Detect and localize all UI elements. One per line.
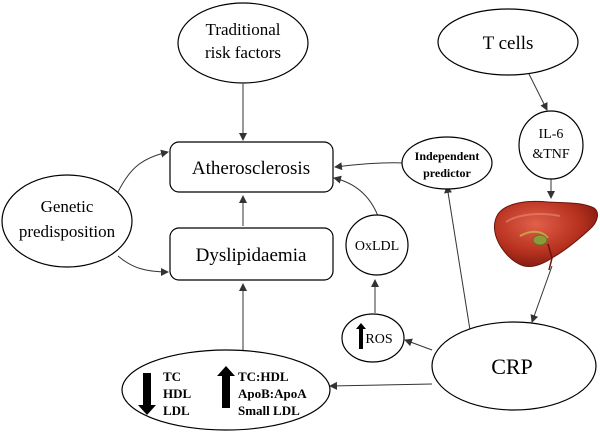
edge-liver-to-crp xyxy=(530,265,553,323)
genetic-label-line2: predisposition xyxy=(19,222,116,241)
node-independent-predictor: Independent predictor xyxy=(401,136,493,190)
edge-oxldl-to-atherosclerosis xyxy=(333,175,379,217)
node-ros: ROS xyxy=(341,313,405,363)
crp-label: CRP xyxy=(491,354,533,379)
predictor-label-line1: Independent xyxy=(415,149,480,163)
edge-genetic-to-atherosclerosis xyxy=(117,149,169,193)
lipid-decrease-tc: TC xyxy=(163,369,181,384)
ros-label: ROS xyxy=(365,332,392,347)
lipid-decrease-ldl: LDL xyxy=(163,403,190,418)
edge-crp-to-ros xyxy=(404,338,433,351)
dyslipidaemia-label: Dyslipidaemia xyxy=(196,245,307,266)
node-il6-tnf: IL-6 &TNF xyxy=(518,110,584,180)
lipid-increase-tc-hdl: TC:HDL xyxy=(238,369,289,384)
edge-genetic-to-dyslipidaemia xyxy=(117,255,169,276)
node-lipid-changes: TC HDL LDL TC:HDL ApoB:ApoA Small LDL xyxy=(121,349,331,431)
traditional-label-line2: risk factors xyxy=(205,43,281,62)
il6-label: IL-6 xyxy=(539,127,564,142)
lipid-increase-apob-apoa: ApoB:ApoA xyxy=(238,386,307,401)
edge-crp-to-lipids xyxy=(329,381,433,390)
arrow-up-icon xyxy=(217,366,235,408)
arrow-down-icon xyxy=(138,373,156,415)
t-cells-label: T cells xyxy=(483,33,534,54)
traditional-label-line1: Traditional xyxy=(206,20,281,39)
node-atherosclerosis: Atherosclerosis xyxy=(169,141,334,193)
oxldl-label: OxLDL xyxy=(355,239,399,254)
node-traditional-risk-factors: Traditional risk factors xyxy=(177,2,309,84)
node-oxldl: OxLDL xyxy=(345,214,409,276)
edge-predictor-to-atherosclerosis xyxy=(334,162,406,171)
genetic-label-line1: Genetic xyxy=(41,197,94,216)
tnf-label: &TNF xyxy=(532,147,570,162)
node-crp: CRP xyxy=(431,321,597,411)
atherosclerosis-label: Atherosclerosis xyxy=(192,158,310,179)
lipid-increase-small-ldl: Small LDL xyxy=(238,403,300,418)
node-dyslipidaemia: Dyslipidaemia xyxy=(169,227,334,281)
lipid-decrease-hdl: HDL xyxy=(163,386,192,401)
predictor-label-line2: predictor xyxy=(423,166,471,180)
edge-tcells-to-il6 xyxy=(527,71,548,111)
liver-icon xyxy=(493,200,598,271)
edge-crp-to-predictor xyxy=(444,185,471,331)
node-genetic-predisposition: Genetic predisposition xyxy=(1,174,133,268)
arrow-up-icon xyxy=(356,323,366,349)
node-t-cells: T cells xyxy=(437,8,579,76)
